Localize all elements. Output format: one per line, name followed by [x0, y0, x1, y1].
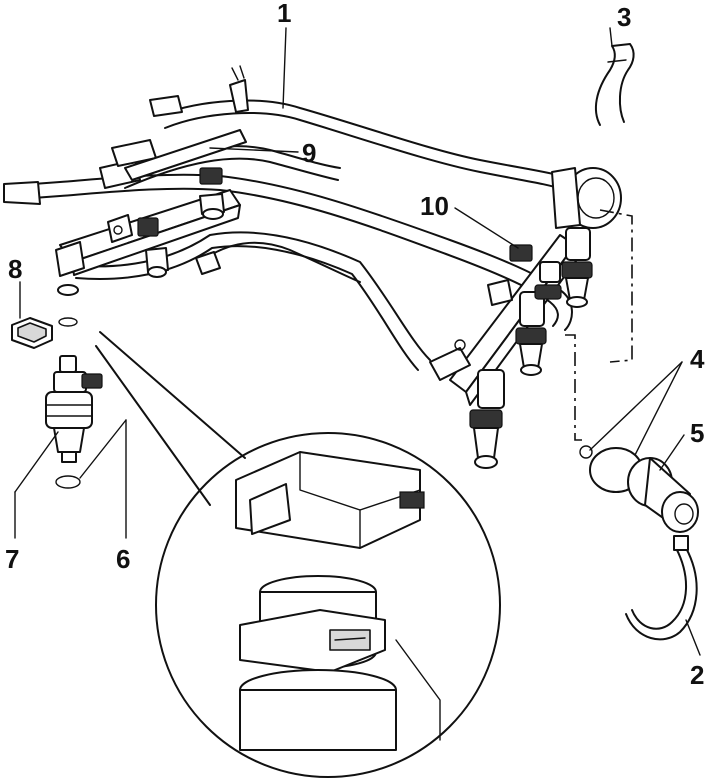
fuel-rail-right: [429, 227, 593, 469]
callout-4: 4: [690, 344, 705, 374]
fuel-line-assembly: [3, 65, 573, 371]
vacuum-hose: [625, 535, 698, 641]
regulator-housing: [551, 167, 633, 441]
rail-injector-b: [515, 291, 547, 376]
callout-8: 8: [8, 254, 22, 284]
callout-10: 10: [420, 191, 449, 221]
injector-body: [45, 371, 103, 463]
exploded-injector-group: [45, 284, 103, 489]
pressure-regulator-group: [579, 445, 699, 641]
small-o-ring: [579, 445, 593, 459]
callout-7: 7: [5, 544, 19, 574]
injector-cap-seal: [57, 284, 79, 296]
detail-rail-section: [235, 451, 425, 549]
injector-clip: [11, 317, 53, 349]
pressure-regulator: [627, 457, 699, 533]
callout-labels: 1 2 3 4 5 6 7 8 9 10: [5, 0, 705, 690]
callout-2: 2: [690, 660, 704, 690]
callout-9: 9: [302, 138, 316, 168]
callout-1: 1: [277, 0, 291, 28]
o-ring-lower: [55, 475, 81, 489]
callout-3: 3: [617, 2, 631, 32]
rail-injector-a: [561, 227, 593, 308]
detail-injector-top: [239, 575, 441, 751]
detail-magnifier: [95, 331, 501, 778]
rail-injector-c: [469, 369, 505, 469]
leader-lines: [14, 27, 701, 656]
retaining-clip: [594, 43, 635, 126]
callout-5: 5: [690, 418, 704, 448]
rail-injector-d: [534, 261, 562, 300]
fuel-rail-left: [55, 129, 247, 278]
o-ring-upper: [58, 317, 78, 327]
callout-6: 6: [116, 544, 130, 574]
